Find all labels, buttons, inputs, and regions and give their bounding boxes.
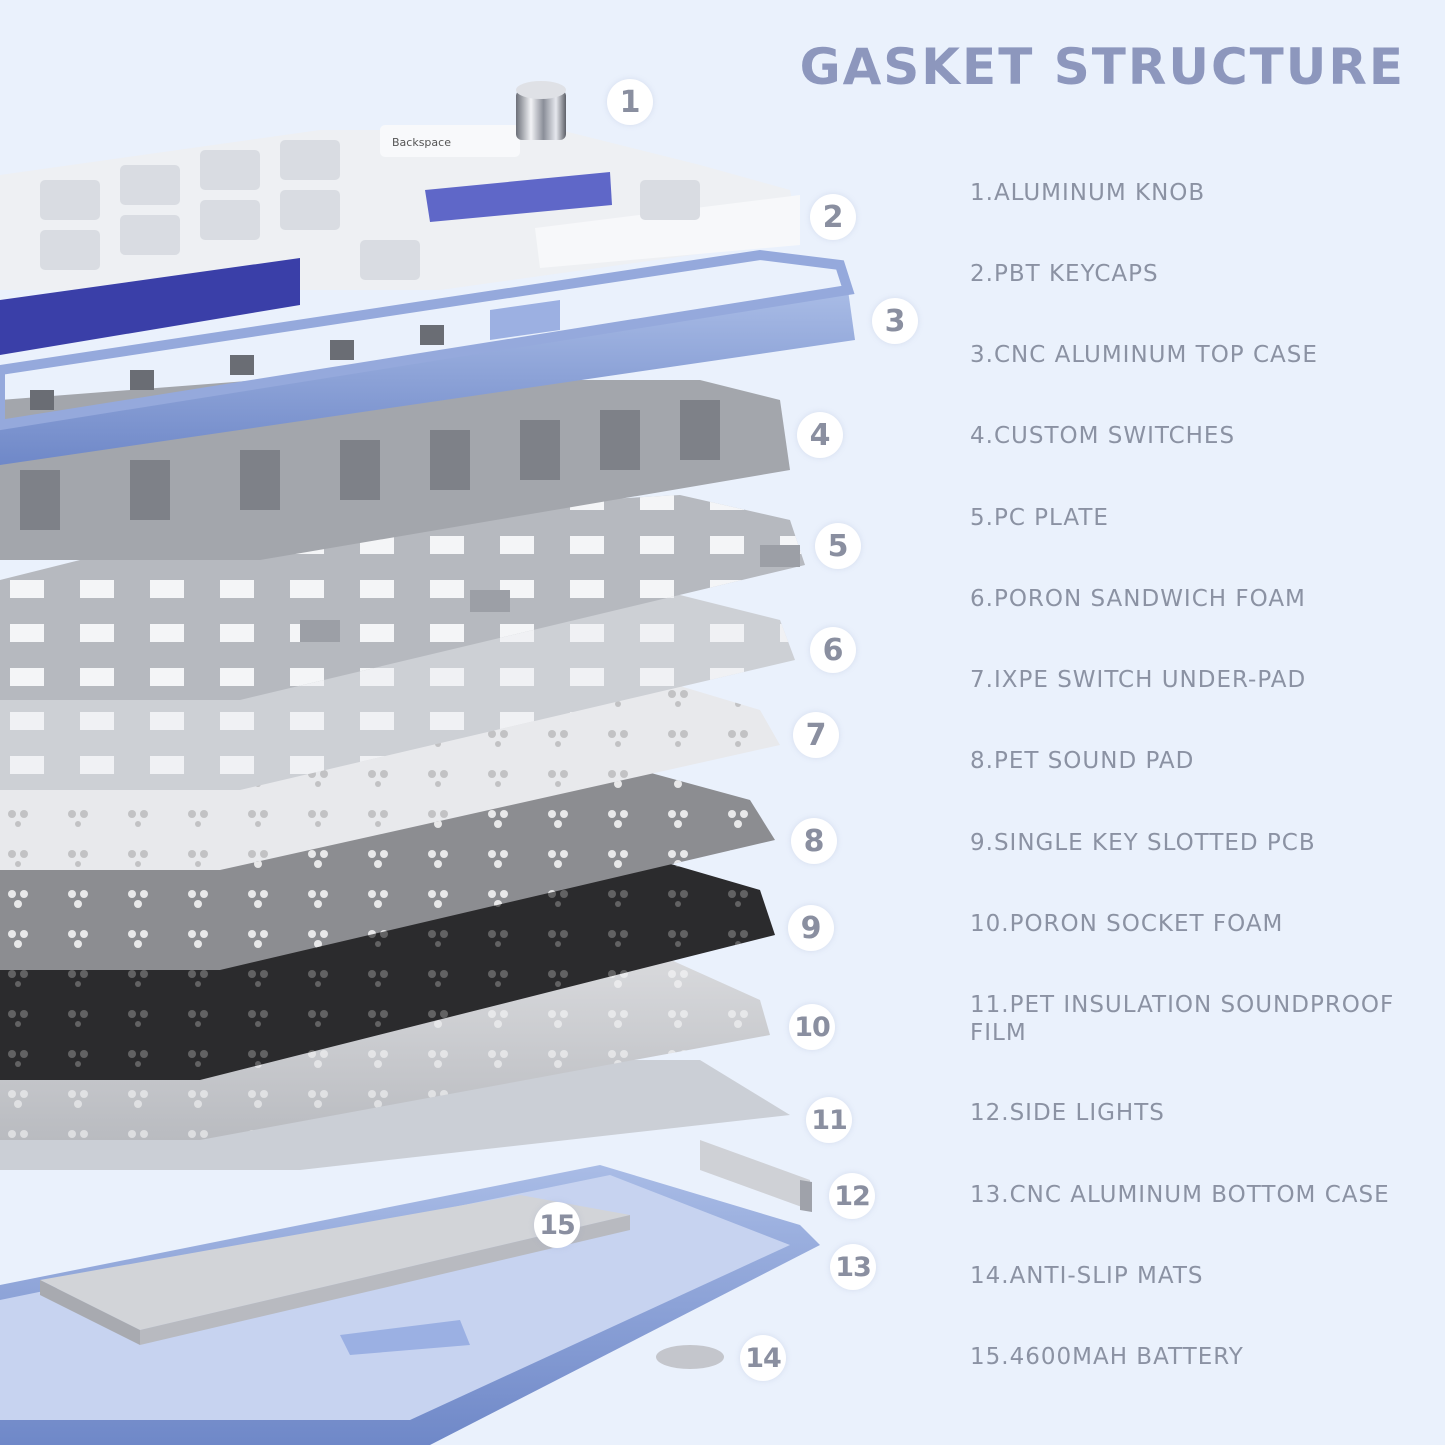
component-number-badge: 9 [788, 905, 834, 951]
page-title: GASKET STRUCTURE [799, 38, 1405, 96]
component-number-badge: 11 [806, 1097, 852, 1143]
component-number-badge: 12 [829, 1173, 875, 1219]
anti-slip-mat-shape [656, 1345, 724, 1369]
legend-item-pbt-keycaps: 2.PBT KEYCAPS [970, 261, 1159, 287]
legend-item-insulation-film: 11.PET INSULATION SOUNDPROOF FILM [970, 992, 1395, 1046]
side-lights-layer [700, 1140, 812, 1212]
component-number-badge: 4 [797, 412, 843, 458]
battery-layer [40, 1195, 630, 1345]
component-number-badge: 3 [872, 298, 918, 344]
legend-item-pet-sound-pad: 8.PET SOUND PAD [970, 748, 1195, 774]
component-number-badge: 15 [534, 1202, 580, 1248]
exploded-keyboard-illustration: Backspace [0, 81, 855, 1445]
component-number-badge: 7 [793, 712, 839, 758]
legend-item-battery: 15.4600MAH BATTERY [970, 1344, 1244, 1370]
component-number-badge: 13 [830, 1244, 876, 1290]
legend-item-sandwich-foam: 6.PORON SANDWICH FOAM [970, 586, 1306, 612]
socket-foam-layer [0, 955, 770, 1140]
legend-item-aluminum-knob: 1.ALUMINUM KNOB [970, 180, 1206, 206]
legend-item-pcb: 9.SINGLE KEY SLOTTED PCB [970, 830, 1316, 856]
legend-item-bottom-case: 13.CNC ALUMINUM BOTTOM CASE [970, 1182, 1390, 1208]
insulation-film-layer [0, 1060, 790, 1170]
component-number-badge: 5 [815, 523, 861, 569]
component-number-badge: 10 [789, 1004, 835, 1050]
aluminum-knob-shape [516, 81, 566, 140]
legend-item-anti-slip-mats: 14.ANTI-SLIP MATS [970, 1263, 1204, 1289]
keycaps-layer: Backspace [0, 125, 800, 355]
legend-item-switch-under-pad: 7.IXPE SWITCH UNDER-PAD [970, 667, 1307, 693]
legend-item-top-case: 3.CNC ALUMINUM TOP CASE [970, 342, 1318, 368]
top-case-layer [0, 249, 855, 465]
component-number-badge: 6 [810, 627, 856, 673]
component-number-badge: 2 [810, 194, 856, 240]
legend-item-socket-foam: 10.PORON SOCKET FOAM [970, 911, 1284, 937]
legend-item-pc-plate: 5.PC PLATE [970, 505, 1109, 531]
component-number-badge: 1 [607, 79, 653, 125]
legend-item-custom-switches: 4.CUSTOM SWITCHES [970, 423, 1236, 449]
component-number-badge: 14 [740, 1335, 786, 1381]
backspace-key-legend: Backspace [392, 136, 451, 149]
component-number-badge: 8 [791, 818, 837, 864]
legend-item-side-lights: 12.SIDE LIGHTS [970, 1100, 1165, 1126]
